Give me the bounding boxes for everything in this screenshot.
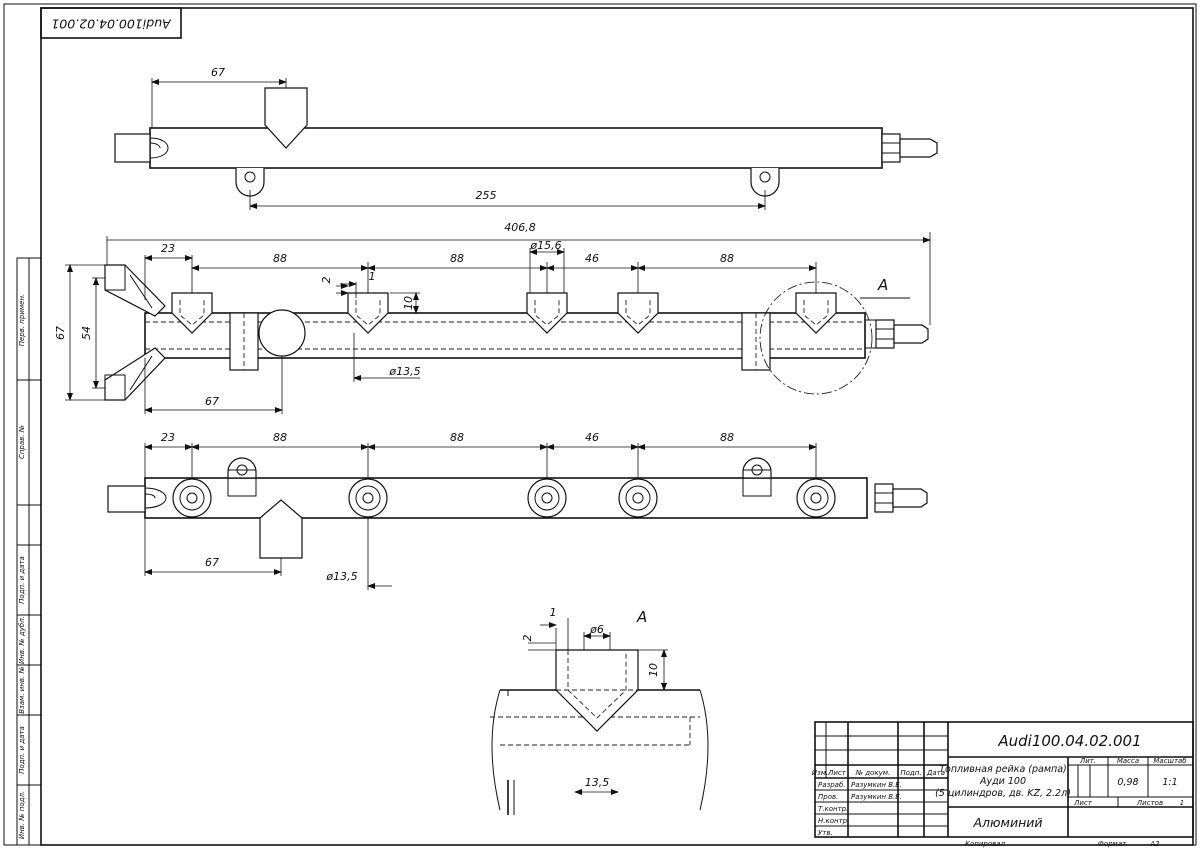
injector-boss-top — [264, 87, 308, 149]
name-developer: Разумкин В.Е. — [851, 781, 902, 789]
inner-frame — [40, 7, 1194, 846]
side-strip: Перв. примен. Справ. № Подп. и дата Инв.… — [16, 257, 42, 846]
title-name-line1: Топливная рейка (рампа) — [939, 764, 1067, 775]
view-bottom: 23 88 88 46 88 67 ø13,5 — [107, 431, 928, 590]
dim-front-67v: 67 — [54, 326, 67, 340]
dim-front-88a: 88 — [273, 252, 287, 265]
dim-front-406: 406,8 — [504, 221, 536, 234]
role-approved: Утв. — [818, 829, 833, 837]
title-sheet-label: Лист — [1073, 799, 1093, 807]
dim-top-255: 255 — [476, 189, 497, 202]
detail-a-boss — [555, 649, 639, 732]
footer-format-value: А2 — [1149, 840, 1160, 848]
rev-header-docnum: № докум. — [855, 769, 891, 777]
detail-a-dim-2: 2 — [521, 635, 534, 642]
detail-a-view: A 1 2 ø6 10 13,5 — [490, 606, 709, 815]
strip-label-first-use: Перв. примен. — [18, 294, 26, 347]
dim-front-d156: ø15,6 — [529, 239, 561, 252]
injector-bosses-front — [171, 292, 837, 334]
outlet-hex-bottom — [874, 483, 894, 513]
strip-label-repl-inv: Взам. инв. № — [18, 666, 26, 714]
role-norm-control: Н.контр. — [818, 817, 849, 825]
dim-bottom-d135: ø13,5 — [325, 570, 357, 583]
rev-header-sign: Подп. — [900, 769, 921, 777]
dim-front-1: 1 — [369, 270, 376, 283]
strip-label-dup-inv: Инв. № дубл. — [18, 616, 26, 664]
inlet-arm-lower — [104, 347, 166, 401]
view-front: A 23 88 88 46 88 406,8 ø15,6 2 1 — [54, 221, 931, 414]
dim-bottom-88b: 88 — [450, 431, 464, 444]
col-header-lit: Лит. — [1079, 757, 1096, 765]
view-top: 67 255 — [114, 66, 938, 210]
outlet-hex-top — [881, 133, 901, 163]
dim-bottom-23: 23 — [161, 431, 175, 444]
regulator-boss-bottom — [259, 499, 303, 559]
strip-label-orig-inv: Инв. № подл. — [18, 791, 26, 839]
rail-body-front — [144, 312, 866, 359]
detail-a-title: A — [636, 608, 647, 626]
detail-a-dim-135: 13,5 — [585, 776, 610, 789]
dim-front-46: 46 — [585, 252, 599, 265]
rev-header-date: Дата — [926, 769, 945, 777]
dim-bottom-88a: 88 — [273, 431, 287, 444]
rev-header-change: Изм. — [812, 769, 828, 777]
dim-bottom-46: 46 — [585, 431, 599, 444]
outlet-nipple-bottom — [892, 488, 928, 508]
dim-front-88b: 88 — [450, 252, 464, 265]
title-block: Audi100.04.02.001 Топливная рейка (рампа… — [812, 721, 1194, 838]
inlet-fitting-bottom — [107, 485, 146, 513]
dim-front-88c: 88 — [720, 252, 734, 265]
dim-front-10: 10 — [402, 296, 415, 310]
dim-front-d135: ø13,5 — [388, 365, 420, 378]
strip-label-ref: Справ. № — [18, 425, 26, 459]
detail-a-callout-circle — [759, 281, 873, 395]
footer-format-label: Формат — [1098, 840, 1127, 848]
dim-front-67h: 67 — [205, 395, 219, 408]
dim-front-2: 2 — [320, 277, 333, 284]
title-name-line2: Ауди 100 — [979, 776, 1026, 787]
role-tech-control: Т.контр. — [818, 805, 848, 813]
col-header-scale: Масштаб — [1153, 757, 1187, 765]
role-checker: Пров. — [818, 793, 838, 801]
dim-top-67: 67 — [211, 66, 225, 79]
outlet-hex-front — [875, 319, 895, 349]
rev-header-sheet: Лист — [827, 769, 847, 777]
title-block-code: Audi100.04.02.001 — [997, 732, 1141, 750]
role-developer: Разраб. — [818, 781, 846, 789]
title-scale-value: 1:1 — [1162, 777, 1177, 788]
outlet-nipple-top — [899, 138, 938, 158]
detail-a-dim-1: 1 — [550, 606, 557, 619]
dim-front-54v: 54 — [80, 326, 93, 340]
detail-a-callout-letter: A — [877, 276, 888, 294]
inlet-fitting-top — [114, 133, 151, 163]
pressure-regulator-boss — [258, 309, 306, 357]
name-checker: Разумкин В.Е. — [851, 793, 902, 801]
strip-label-sign-date-2: Подп. и дата — [18, 726, 26, 774]
footer-copied: Копировал — [965, 840, 1006, 848]
rail-body-top — [149, 127, 883, 169]
outlet-nipple-front — [893, 324, 929, 344]
title-name-line3: (5 цилиндров, дв. KZ, 2.2л) — [935, 788, 1071, 799]
dim-bottom-67: 67 — [205, 556, 219, 569]
detail-a-dim-d6: ø6 — [589, 623, 604, 636]
rotated-code-text: Audi100.04.02.001 — [51, 17, 171, 32]
rail-body-bottom — [144, 477, 868, 519]
dim-front-23: 23 — [161, 242, 175, 255]
col-header-mass: Масса — [1117, 757, 1139, 765]
title-material: Алюминий — [972, 815, 1042, 830]
title-mass-value: 0,98 — [1117, 777, 1138, 788]
title-sheets-count: 1 — [1180, 799, 1184, 807]
title-sheets-label: Листов — [1136, 799, 1163, 807]
dim-bottom-88c: 88 — [720, 431, 734, 444]
strip-label-sign-date-1: Подп. и дата — [18, 556, 26, 604]
rotated-code-stamp: Audi100.04.02.001 — [40, 7, 182, 39]
detail-a-dim-10: 10 — [647, 663, 660, 677]
